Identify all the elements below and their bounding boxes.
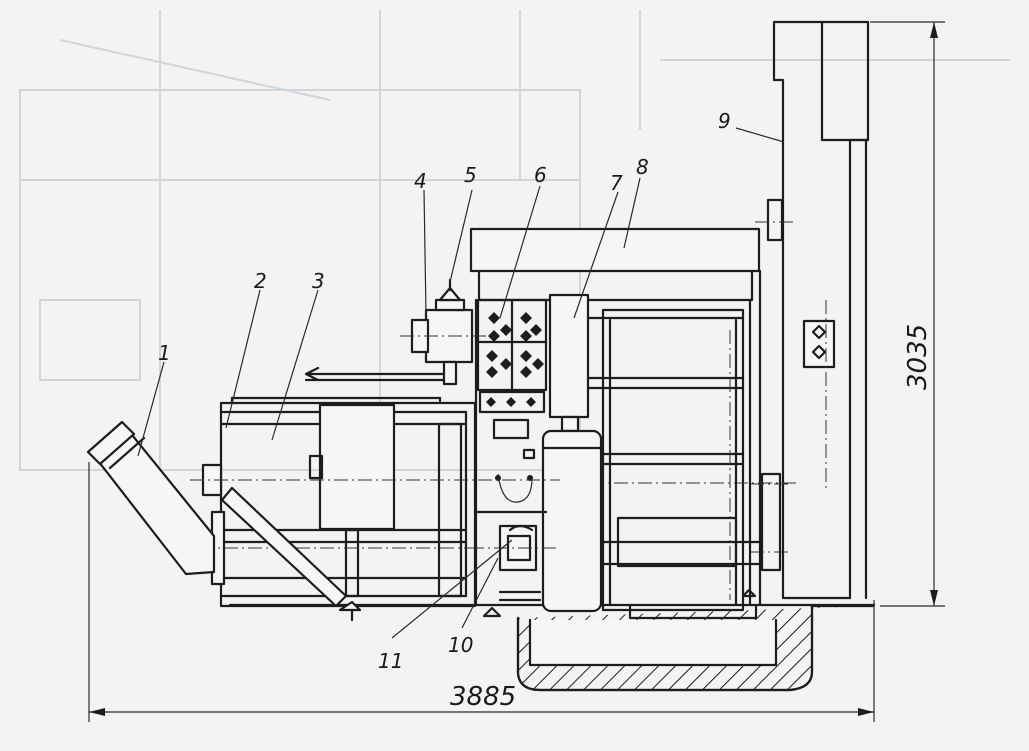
top-motor: [304, 278, 490, 386]
leader-lines: [137, 127, 785, 639]
callout-9: 9: [718, 109, 731, 133]
callout-11: 11: [378, 649, 403, 673]
height-dimension-label: 3035: [903, 324, 933, 390]
callout-7: 7: [610, 171, 623, 195]
callout-5: 5: [464, 163, 477, 187]
width-dimension-label: 3885: [450, 682, 516, 712]
callout-3: 3: [312, 269, 325, 293]
top-beam: [469, 227, 761, 302]
column-frame: [750, 20, 870, 600]
foundation-pit: [228, 603, 876, 692]
callout-2: 2: [254, 269, 267, 293]
feed-chute: [86, 420, 216, 576]
control-panel: [476, 298, 548, 514]
callout-6: 6: [534, 163, 547, 187]
inclined-strut: [220, 486, 348, 608]
background-ghost-print: [19, 10, 1010, 471]
dimension-lines: [88, 21, 945, 722]
callout-8: 8: [636, 155, 649, 179]
callout-1: 1: [158, 341, 171, 365]
callout-10: 10: [448, 633, 473, 657]
valve-block: [470, 524, 560, 618]
feed-drum: [190, 396, 560, 622]
callout-4: 4: [414, 169, 427, 193]
vertical-cylinder: [541, 293, 603, 613]
